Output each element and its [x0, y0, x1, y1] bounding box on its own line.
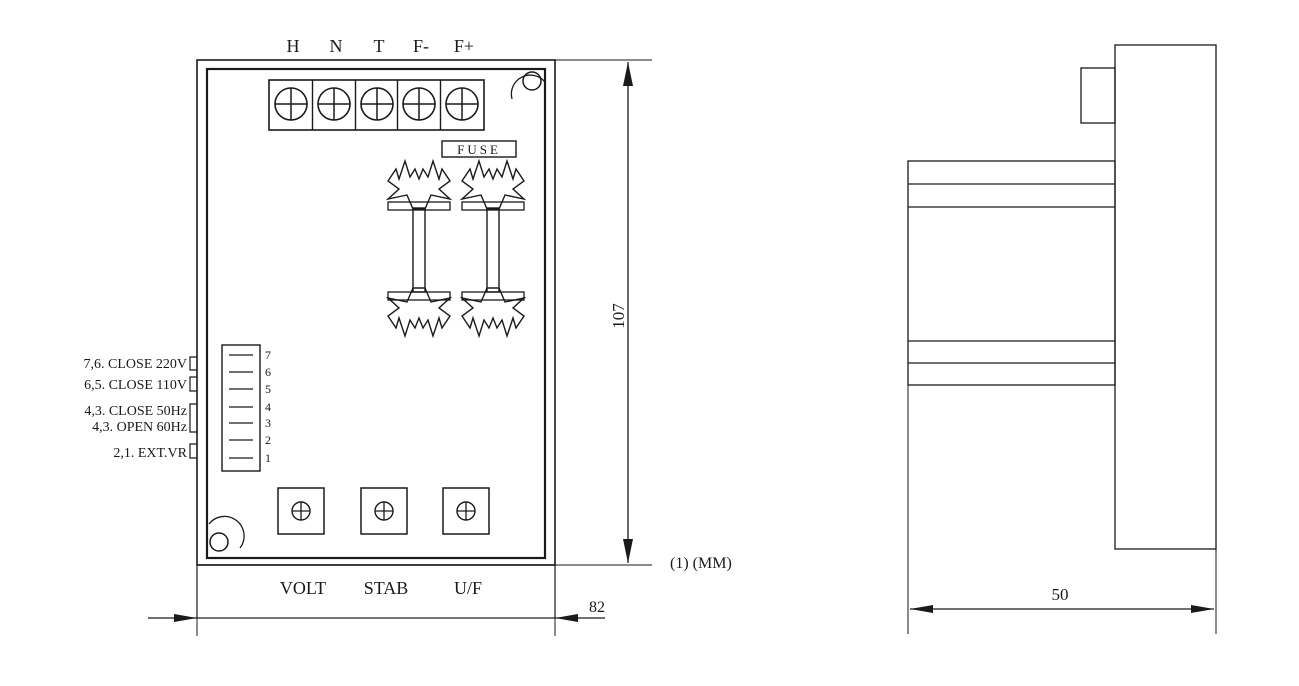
jumper-pins: 7 6 5 4 3 2 1 [229, 348, 271, 465]
heatsink-stem [486, 207, 500, 293]
pin-number-2: 2 [265, 433, 271, 447]
pot-label-u-f: U/F [454, 578, 482, 598]
terminal-screw-fplus-icon [445, 87, 479, 121]
pot-label-volt: VOLT [280, 578, 326, 598]
jumper-note-220v: 7,6. CLOSE 220V [84, 357, 187, 372]
bracket-ext-vr [189, 443, 197, 459]
height-dimension: 107 (1) (MM) [555, 59, 732, 572]
front-view: H N T F- F+ FUSE 7 6 5 4 3 2 1 7,6. CLOSE 220V 6,5… [84, 36, 732, 636]
pin-number-3: 3 [265, 416, 271, 430]
mounting-hole-top-arc [510, 74, 546, 100]
front-housing-outline [196, 59, 556, 566]
height-arrow-top [623, 62, 633, 86]
width-dimension: 82 [148, 565, 605, 636]
terminal-label-n: N [330, 36, 343, 56]
fuse-box [441, 140, 517, 158]
pin-number-5: 5 [265, 382, 271, 396]
depth-arrow-right [1191, 605, 1214, 613]
heatsink-top-plate [387, 201, 451, 211]
height-arrow-bottom [623, 539, 633, 563]
heatsinks [385, 158, 527, 339]
width-arrow-left [174, 614, 197, 622]
jumper-note-ext-vr: 2,1. EXT.VR [113, 446, 187, 461]
heatsink-bottom-plate [387, 291, 451, 301]
pot-stab-screw-icon [374, 501, 394, 521]
mounting-hole-bottom-arc [208, 515, 245, 549]
mounting-hole-bottom [209, 532, 229, 552]
fuse-label: FUSE [457, 142, 501, 157]
terminal-labels: H N T F- F+ [287, 36, 475, 56]
jumper-header [221, 344, 261, 472]
mounting-hole-top [522, 71, 542, 91]
width-arrow-right [555, 614, 578, 622]
circuit-board-outline [205, 67, 547, 560]
potentiometer-labels: VOLT STAB U/F [280, 578, 482, 598]
terminal-screw-h-icon [274, 87, 308, 121]
bracket-220v [189, 356, 197, 371]
jumper-note-110v: 6,5. CLOSE 110V [84, 378, 187, 393]
terminal-screw-t-icon [360, 87, 394, 121]
terminal-label-f: F- [413, 36, 429, 56]
terminal-label-t: T [374, 36, 385, 56]
side-housing [1114, 44, 1217, 550]
depth-value: 50 [1052, 585, 1069, 604]
terminal-screw-n-icon [317, 87, 351, 121]
bracket-hz [189, 403, 197, 433]
pot-label-stab: STAB [364, 578, 409, 598]
bracket-110v [189, 376, 197, 392]
pin-number-4: 4 [265, 400, 271, 414]
heatsink-bottom-fins [385, 287, 453, 339]
pot-u-f-screw-icon [456, 501, 476, 521]
pot-volt-housing [277, 487, 325, 535]
heatsink-bottom-fins [459, 287, 527, 339]
jumper-note-50hz: 4,3. CLOSE 50Hz [84, 404, 187, 419]
heatsink-top-plate [461, 201, 525, 211]
unit-note: (1) (MM) [670, 555, 732, 572]
terminal-screws [274, 80, 479, 130]
side-terminal-block [1080, 67, 1116, 124]
terminal-screw-f-icon [402, 87, 436, 121]
height-value: 107 [609, 303, 628, 329]
potentiometers [277, 487, 490, 535]
pin-number-6: 6 [265, 365, 271, 379]
pot-u-f-housing [442, 487, 490, 535]
heatsink-stem [412, 207, 426, 293]
terminal-label-h: H [287, 36, 300, 56]
pin-number-1: 1 [265, 451, 271, 465]
jumper-notes: 7,6. CLOSE 220V 6,5. CLOSE 110V 4,3. CLO… [84, 356, 197, 461]
pot-stab-housing [360, 487, 408, 535]
terminal-label-fplus: F+ [454, 36, 474, 56]
pin-number-7: 7 [265, 348, 271, 362]
side-view: 50 [907, 44, 1217, 634]
side-heatsink-body [907, 160, 1116, 386]
pot-volt-screw-icon [291, 501, 311, 521]
width-value: 82 [589, 599, 605, 616]
heatsink-bottom-plate [461, 291, 525, 301]
heatsink-2 [459, 158, 527, 339]
heatsink-1 [385, 158, 453, 339]
depth-arrow-left [910, 605, 933, 613]
terminal-block [268, 79, 485, 131]
jumper-note-60hz: 4,3. OPEN 60Hz [92, 420, 187, 435]
